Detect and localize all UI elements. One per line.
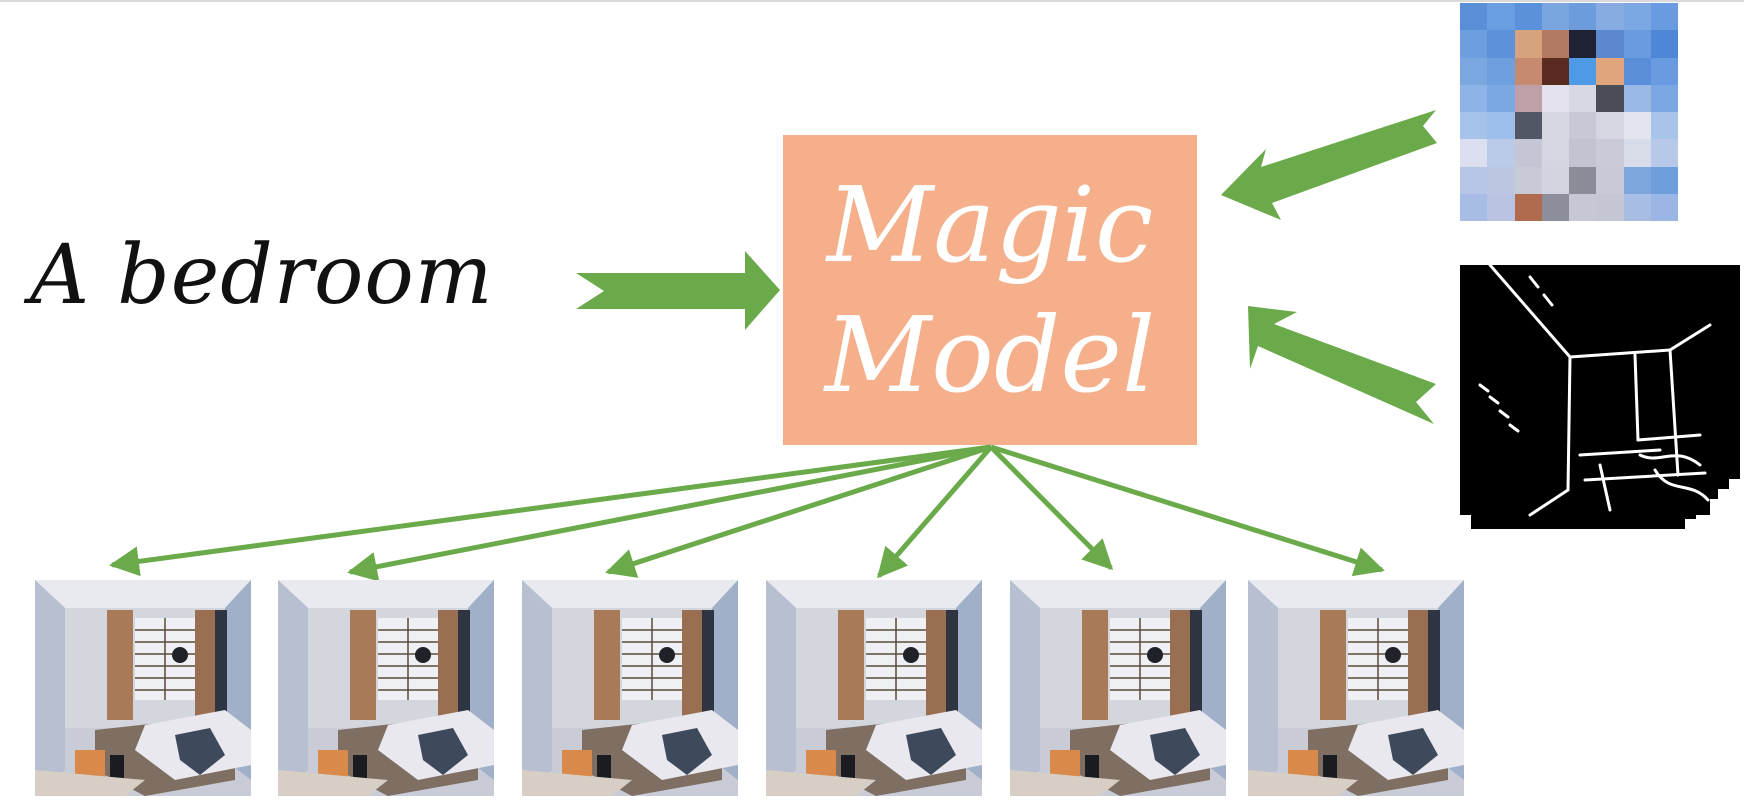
- pixel-cell: [1650, 57, 1678, 85]
- pixel-cell: [1569, 112, 1597, 140]
- pixel-cell: [1514, 30, 1542, 58]
- pixel-cell: [1514, 193, 1542, 221]
- output-bedroom-image-1: [35, 580, 251, 796]
- pixel-cell: [1596, 30, 1624, 58]
- pixel-cell: [1623, 139, 1651, 167]
- pixel-cell: [1596, 112, 1624, 140]
- output-bedroom-image-3: [522, 580, 738, 796]
- pixel-cell: [1541, 84, 1569, 112]
- pixel-cell: [1650, 112, 1678, 140]
- pixel-cell: [1460, 30, 1488, 58]
- pixel-cell: [1514, 139, 1542, 167]
- pixel-cell: [1569, 30, 1597, 58]
- pixelated-image-condition: [1460, 3, 1678, 221]
- pixel-cell: [1460, 84, 1488, 112]
- pixel-cell: [1514, 166, 1542, 194]
- pixel-cell: [1460, 112, 1488, 140]
- output-bedroom-image-5: [1010, 580, 1226, 796]
- pixel-cell: [1596, 84, 1624, 112]
- pixel-cell: [1541, 193, 1569, 221]
- pixel-condition-arrow: [1221, 110, 1437, 220]
- output-arrow-3: [605, 444, 992, 578]
- pixel-cell: [1569, 166, 1597, 194]
- pixel-cell: [1596, 139, 1624, 167]
- pixel-cell: [1514, 84, 1542, 112]
- pixel-cell: [1460, 166, 1488, 194]
- pixel-cell: [1623, 57, 1651, 85]
- pixel-cell: [1541, 139, 1569, 167]
- model-label-line1: Magic: [826, 164, 1154, 286]
- pixel-cell: [1623, 166, 1651, 194]
- pixel-cell: [1623, 112, 1651, 140]
- pixel-cell: [1596, 57, 1624, 85]
- pixel-cell: [1514, 57, 1542, 85]
- edge-condition-arrow: [1248, 306, 1436, 424]
- pixel-cell: [1541, 30, 1569, 58]
- pixel-cell: [1623, 30, 1651, 58]
- pixel-cell: [1569, 3, 1597, 31]
- pixel-cell: [1541, 57, 1569, 85]
- pixel-cell: [1514, 3, 1542, 31]
- pixel-cell: [1650, 3, 1678, 31]
- pixel-cell: [1541, 112, 1569, 140]
- pixel-cell: [1460, 57, 1488, 85]
- output-bedroom-image-6: [1248, 580, 1464, 796]
- pixel-cell: [1487, 112, 1515, 140]
- pixel-cell: [1569, 193, 1597, 221]
- pixel-cell: [1650, 84, 1678, 112]
- pixel-cell: [1650, 166, 1678, 194]
- text-prompt: A bedroom: [30, 228, 494, 323]
- pixel-cell: [1569, 57, 1597, 85]
- pixel-cell: [1487, 139, 1515, 167]
- pixel-cell: [1487, 84, 1515, 112]
- pixel-cell: [1460, 139, 1488, 167]
- output-arrow-2: [347, 444, 992, 582]
- pixel-cell: [1623, 84, 1651, 112]
- output-arrow-6: [990, 444, 1385, 577]
- pixel-cell: [1596, 3, 1624, 31]
- output-bedroom-image-2: [278, 580, 494, 796]
- output-arrows: [109, 444, 1385, 582]
- pixel-cell: [1596, 193, 1624, 221]
- pixel-cell: [1623, 193, 1651, 221]
- pixel-cell: [1623, 3, 1651, 31]
- pixel-cell: [1487, 3, 1515, 31]
- pixel-cell: [1541, 3, 1569, 31]
- pixel-cell: [1460, 3, 1488, 31]
- pixel-cell: [1596, 166, 1624, 194]
- magic-model-box: Magic Model: [783, 135, 1197, 445]
- edge-map-front: [1460, 265, 1712, 517]
- pixel-cell: [1650, 30, 1678, 58]
- pixel-cell: [1487, 30, 1515, 58]
- pixel-cell: [1650, 139, 1678, 167]
- model-label-line2: Model: [824, 294, 1156, 416]
- output-arrow-1: [109, 444, 992, 577]
- pixel-cell: [1569, 84, 1597, 112]
- output-arrow-5: [989, 445, 1114, 571]
- pixel-cell: [1514, 112, 1542, 140]
- pixel-cell: [1487, 57, 1515, 85]
- edge-map-stack: [1460, 265, 1744, 549]
- pixel-cell: [1487, 166, 1515, 194]
- output-bedroom-image-4: [766, 580, 982, 796]
- top-border: [0, 0, 1744, 2]
- pixel-cell: [1569, 139, 1597, 167]
- pixel-cell: [1460, 193, 1488, 221]
- output-arrow-4: [877, 445, 993, 579]
- pixel-cell: [1541, 166, 1569, 194]
- pixel-cell: [1650, 193, 1678, 221]
- pixel-cell: [1487, 193, 1515, 221]
- prompt-to-model-arrow: [576, 251, 780, 330]
